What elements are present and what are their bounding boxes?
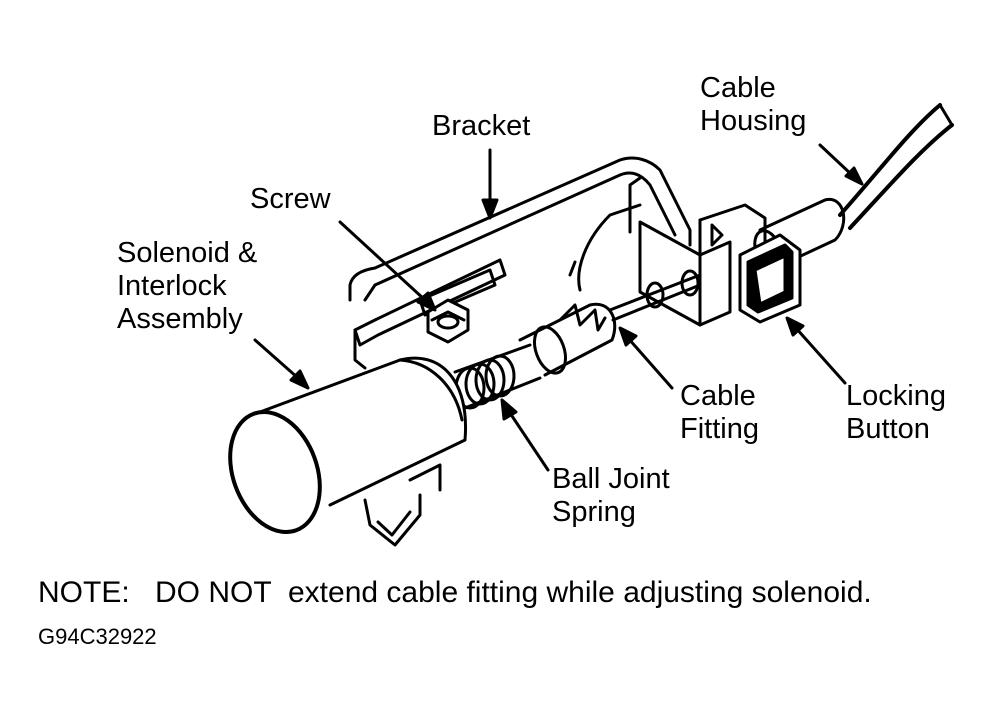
label-locking-button: Locking Button [846, 380, 946, 445]
ball-joint-spring [453, 343, 542, 410]
leader-lines [253, 143, 864, 472]
label-solenoid-interlock-assembly: Solenoid & Interlock Assembly [117, 237, 258, 335]
cable-fitting [518, 269, 702, 377]
note-emphasis: DO NOT [155, 576, 272, 609]
label-screw: Screw [250, 183, 331, 215]
note-prefix: NOTE: [38, 576, 130, 609]
locking-bracket [638, 203, 802, 327]
screw [426, 298, 470, 344]
label-ball-joint-spring: Ball Joint Spring [552, 463, 670, 528]
label-cable-fitting: Cable Fitting [680, 380, 759, 445]
label-bracket: Bracket [432, 110, 531, 142]
bracket [348, 156, 692, 370]
figure-id: G94C32922 [38, 624, 157, 649]
note-text: extend cable fitting while adjusting sol… [288, 576, 872, 609]
label-cable-housing: Cable Housing [700, 72, 807, 137]
solenoid-cylinder [228, 356, 468, 547]
